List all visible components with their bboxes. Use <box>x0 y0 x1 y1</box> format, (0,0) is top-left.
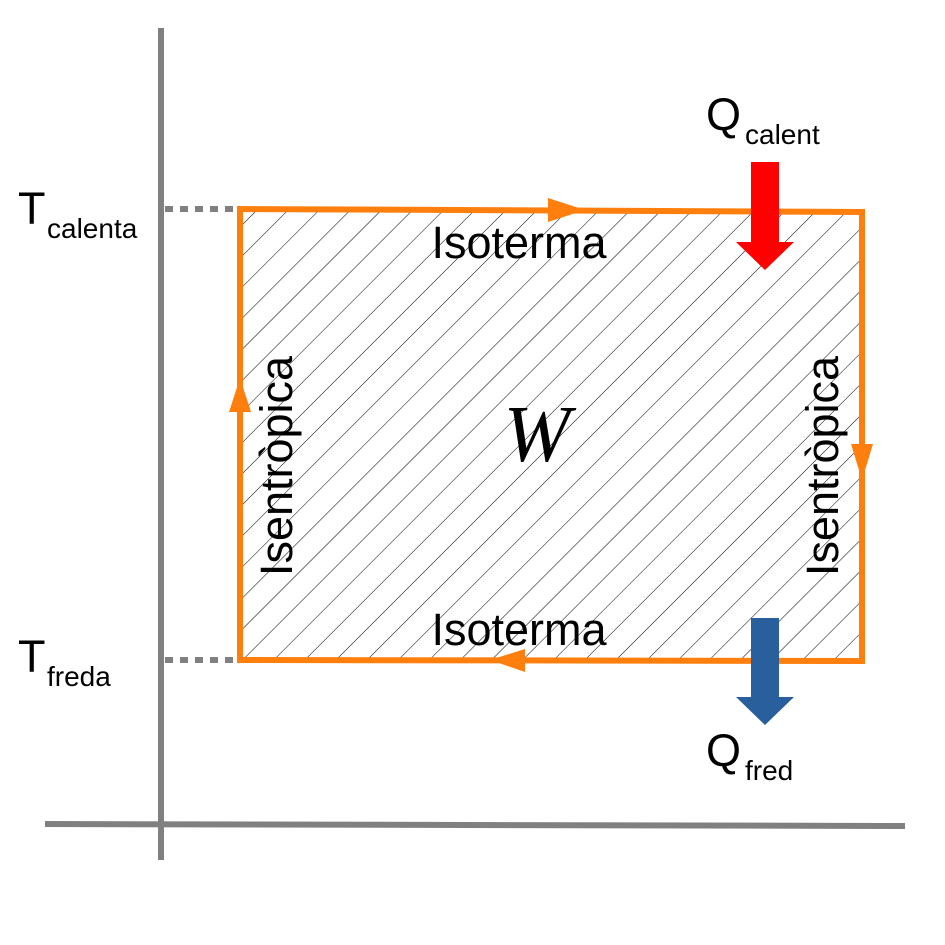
t-hot-label: T <box>18 183 46 234</box>
left-direction-arrow <box>229 378 251 412</box>
isentropic-left-label: Isentròpica <box>251 355 302 576</box>
work-label: W <box>504 391 577 479</box>
q-hot-label: Q <box>706 89 741 140</box>
t-cold-label: T <box>18 631 46 682</box>
entropy-axis <box>44 821 906 829</box>
isotherm-top-label: Isoterma <box>431 217 607 268</box>
q-hot-arrow <box>736 162 794 270</box>
q-cold-subscript: fred <box>745 755 793 786</box>
t-hot-subscript: calenta <box>47 213 138 244</box>
isotherm-bottom-label: Isoterma <box>431 604 607 655</box>
isentropic-right-label: Isentròpica <box>797 355 848 576</box>
work-area-hatch <box>240 210 862 660</box>
top-direction-arrow <box>548 198 585 222</box>
cycle-path <box>237 205 865 665</box>
t-cold-subscript: freda <box>47 661 111 692</box>
q-cold-arrow <box>736 618 794 725</box>
right-direction-arrow <box>851 444 873 480</box>
bottom-direction-arrow <box>490 649 525 672</box>
q-hot-subscript: calent <box>745 119 820 150</box>
q-cold-label: Q <box>706 725 741 776</box>
